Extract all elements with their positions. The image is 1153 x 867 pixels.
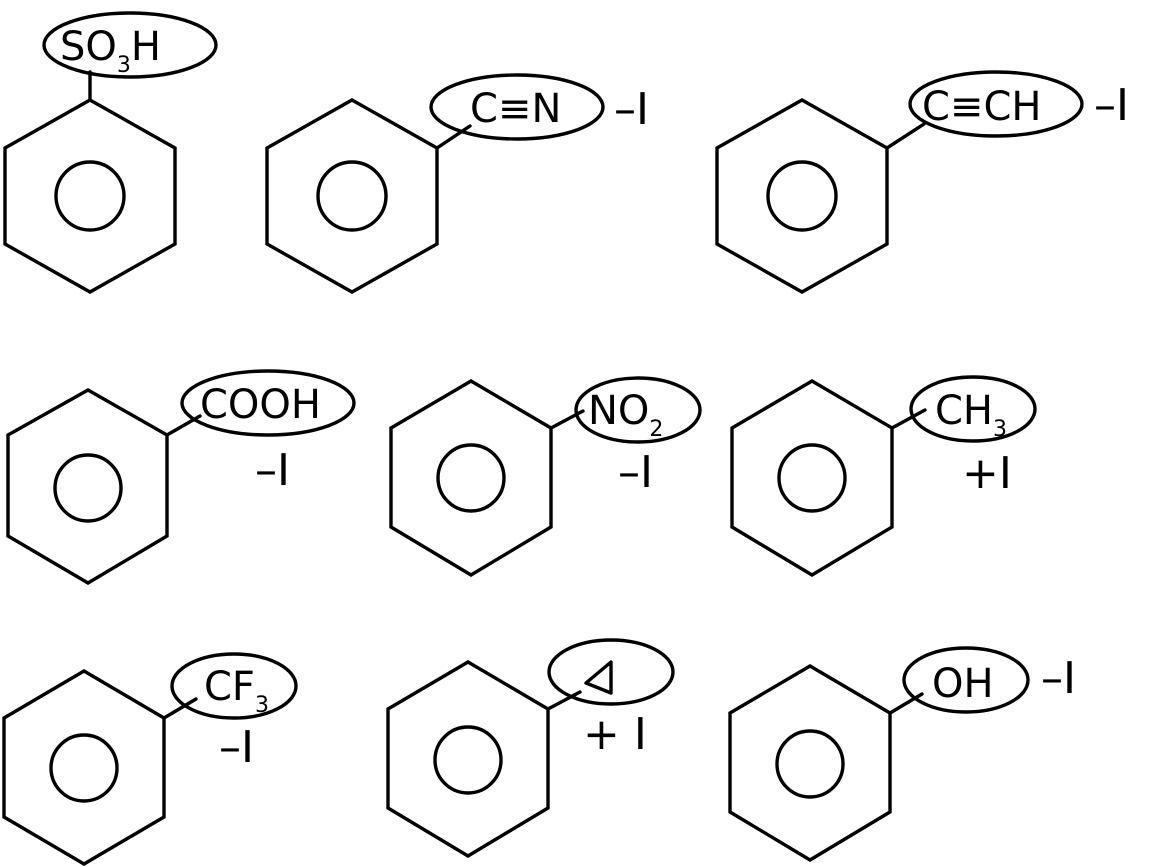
- molecule-cyclopropylbenzene: + I: [386, 638, 675, 858]
- cyclopropyl-icon: [584, 660, 613, 695]
- molecule-benzenesulfonic-acid: SO3H: [3, 11, 218, 294]
- aromatic-circle: [436, 443, 506, 513]
- effect-label: –I: [618, 447, 653, 498]
- aromatic-circle: [54, 160, 126, 232]
- effect-label: –I: [1041, 653, 1076, 704]
- aromatic-circle: [433, 725, 503, 795]
- effect-label: +I: [962, 448, 1012, 499]
- benzene-ring: [728, 664, 892, 862]
- substituent-oval: [909, 375, 1037, 443]
- molecule-benzonitrile: C≡N –I: [265, 73, 649, 294]
- substituent-label: CH3: [935, 388, 1007, 442]
- substituent-label: C≡N: [470, 86, 561, 132]
- benzene-ring: [265, 98, 439, 294]
- benzene-ring: [2, 669, 166, 866]
- substituent-oval: [908, 70, 1084, 138]
- substituent-bond: [885, 122, 926, 150]
- substituent-oval: [170, 652, 298, 720]
- molecule-phenol: OH –I: [728, 646, 1076, 862]
- substituent-bond: [546, 690, 582, 711]
- substituent-oval: [42, 11, 218, 79]
- substituent-bond: [162, 697, 198, 720]
- substituent-label: OH: [932, 661, 994, 707]
- substituent-oval: [429, 73, 605, 141]
- substituent-label: COOH: [200, 382, 321, 428]
- molecule-benzoic-acid: COOH –I: [6, 369, 356, 585]
- substituent-oval: [180, 369, 356, 437]
- aromatic-circle: [316, 160, 388, 232]
- substituent-oval: [902, 646, 1030, 714]
- substituent-label: C≡CH: [922, 84, 1041, 130]
- aromatic-circle: [766, 160, 838, 232]
- substituent-bond: [888, 692, 924, 715]
- molecule-trifluoromethylbenzene: CF3 –I: [2, 652, 298, 866]
- aromatic-circle: [777, 443, 847, 513]
- effect-label: –I: [255, 445, 290, 496]
- effect-label: –I: [219, 722, 254, 773]
- effect-label: –I: [614, 84, 649, 135]
- benzene-ring: [730, 379, 894, 577]
- benzene-ring: [3, 98, 177, 294]
- effect-label: + I: [583, 709, 647, 760]
- effect-label: –I: [1094, 80, 1129, 131]
- substituent-label: SO3H: [60, 24, 161, 78]
- benzene-ring: [389, 379, 553, 577]
- substituent-label: CF3: [204, 664, 269, 718]
- molecule-toluene: CH3 +I: [730, 375, 1037, 577]
- substituent-bond: [435, 124, 472, 150]
- aromatic-circle: [53, 453, 123, 523]
- benzene-ring: [6, 388, 169, 585]
- molecule-ethynylbenzene: C≡CH –I: [715, 70, 1129, 294]
- substituent-label: NO2: [588, 388, 663, 442]
- molecule-nitrobenzene: NO2 –I: [389, 376, 702, 577]
- substituent-bond: [890, 408, 927, 430]
- substituent-oval: [547, 638, 675, 706]
- aromatic-circle: [775, 729, 845, 799]
- benzene-ring: [715, 98, 889, 294]
- aromatic-circle: [49, 733, 119, 803]
- substituent-oval: [574, 376, 702, 444]
- benzene-ring: [386, 660, 550, 858]
